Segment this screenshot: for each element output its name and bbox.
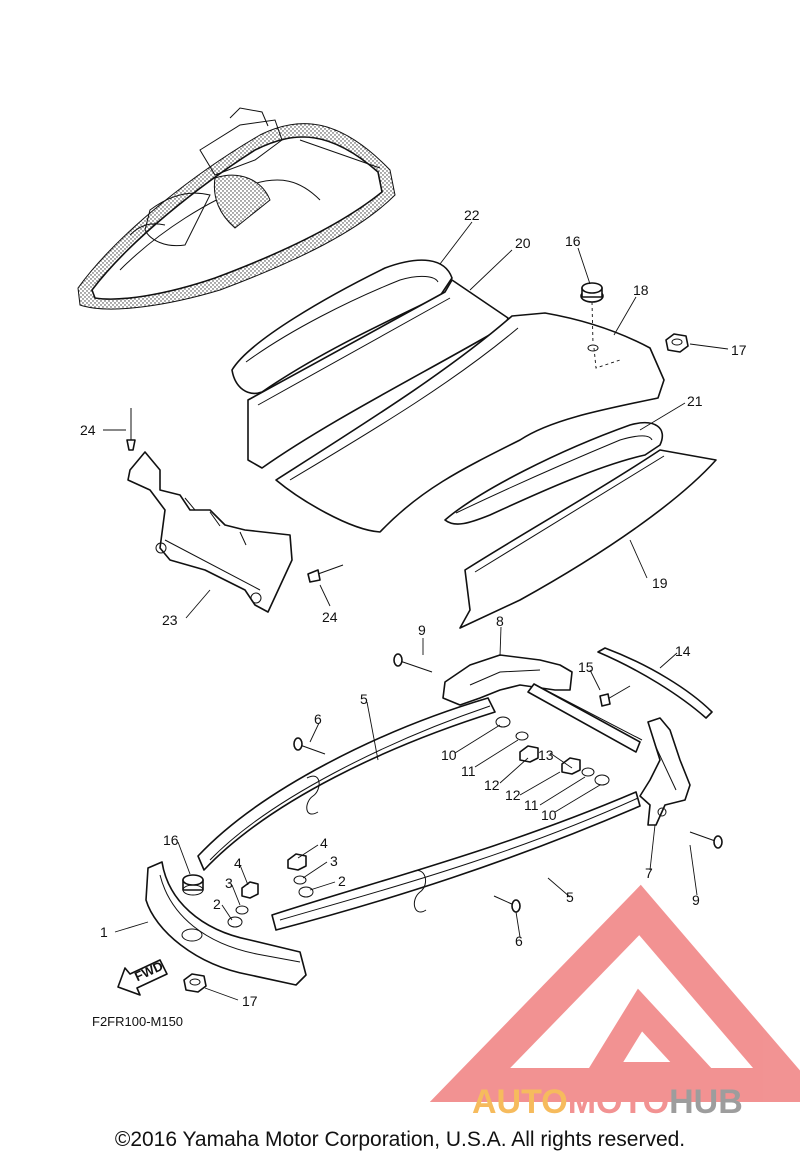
grommet-16-top — [580, 282, 604, 352]
rail-14 — [597, 647, 713, 719]
label-1: 1 — [100, 924, 108, 940]
label-3-right: 3 — [330, 853, 338, 869]
diagram-code: F2FR100-M150 — [92, 1014, 183, 1029]
label-3-left: 3 — [225, 875, 233, 891]
watermark-prefix: AUTO — [472, 1083, 568, 1120]
watermark-middle: MOTO — [568, 1083, 669, 1120]
watermark-suffix: HUB — [669, 1083, 743, 1120]
mat-19 — [459, 449, 717, 629]
label-12-lower: 12 — [505, 787, 521, 803]
rivet-24-lower — [307, 564, 344, 583]
label-17-top: 17 — [731, 342, 747, 358]
label-12-upper: 12 — [484, 777, 500, 793]
copyright-notice: ©2016 Yamaha Motor Corporation, U.S.A. A… — [114, 1128, 686, 1151]
label-5-lower: 5 — [566, 889, 574, 905]
label-18: 18 — [633, 282, 649, 298]
screw-9-lower — [689, 831, 723, 849]
label-16-lower: 16 — [163, 832, 179, 848]
label-11-lower: 11 — [524, 797, 539, 813]
rivet-24-upper — [126, 408, 136, 451]
guard-5-lower — [271, 791, 641, 931]
parts-diagram: AUTOMOTOHUB — [77, 107, 800, 1120]
label-24-lower: 24 — [322, 609, 338, 625]
screw-6-upper — [293, 737, 326, 755]
label-16-top: 16 — [565, 233, 581, 249]
grommet-16-lower — [182, 874, 204, 896]
fwd-arrow: FWD — [117, 958, 168, 996]
watercraft-overview — [77, 107, 396, 310]
label-24-upper: 24 — [80, 422, 96, 438]
label-23: 23 — [162, 612, 178, 628]
bracket-8 — [442, 654, 573, 706]
label-14: 14 — [675, 643, 691, 659]
watermark-logo: AUTOMOTOHUB — [429, 884, 800, 1120]
label-19: 19 — [652, 575, 668, 591]
label-5-upper: 5 — [360, 691, 368, 707]
hardware-left — [227, 853, 314, 928]
label-15: 15 — [578, 659, 594, 675]
label-6-upper: 6 — [314, 711, 322, 727]
rail-13 — [527, 683, 643, 753]
label-9-lower: 9 — [692, 892, 700, 908]
label-10-upper: 10 — [441, 747, 457, 763]
watermark-text: AUTOMOTOHUB — [472, 1083, 743, 1120]
screw-9-upper — [393, 653, 433, 673]
label-13: 13 — [538, 747, 554, 763]
bracket-23 — [127, 451, 293, 613]
leader-lines — [103, 221, 729, 1001]
nut-17-top — [665, 333, 689, 353]
label-8: 8 — [496, 613, 504, 629]
bracket-7 — [639, 717, 691, 826]
label-17-lower: 17 — [242, 993, 258, 1009]
label-21: 21 — [687, 393, 703, 409]
label-4-right: 4 — [320, 835, 328, 851]
screw-6-lower — [493, 895, 521, 913]
hardware-right — [495, 716, 610, 786]
label-6-lower: 6 — [515, 933, 523, 949]
label-4-left: 4 — [234, 855, 242, 871]
mat-18 — [275, 312, 665, 533]
bumper-1 — [145, 861, 307, 986]
label-2-right: 2 — [338, 873, 346, 889]
nut-17-lower — [183, 973, 207, 993]
part-labels: 22 20 16 18 17 21 19 24 23 24 9 8 14 15 … — [80, 207, 747, 1029]
mat-21 — [444, 421, 664, 525]
label-22: 22 — [464, 207, 480, 223]
guard-5-upper — [197, 697, 496, 871]
label-2-left: 2 — [213, 896, 221, 912]
label-20: 20 — [515, 235, 531, 251]
rivet-15 — [599, 685, 631, 707]
label-9-upper: 9 — [418, 622, 426, 638]
label-11-upper: 11 — [461, 763, 476, 779]
label-10-lower: 10 — [541, 807, 557, 823]
label-7: 7 — [645, 865, 653, 881]
